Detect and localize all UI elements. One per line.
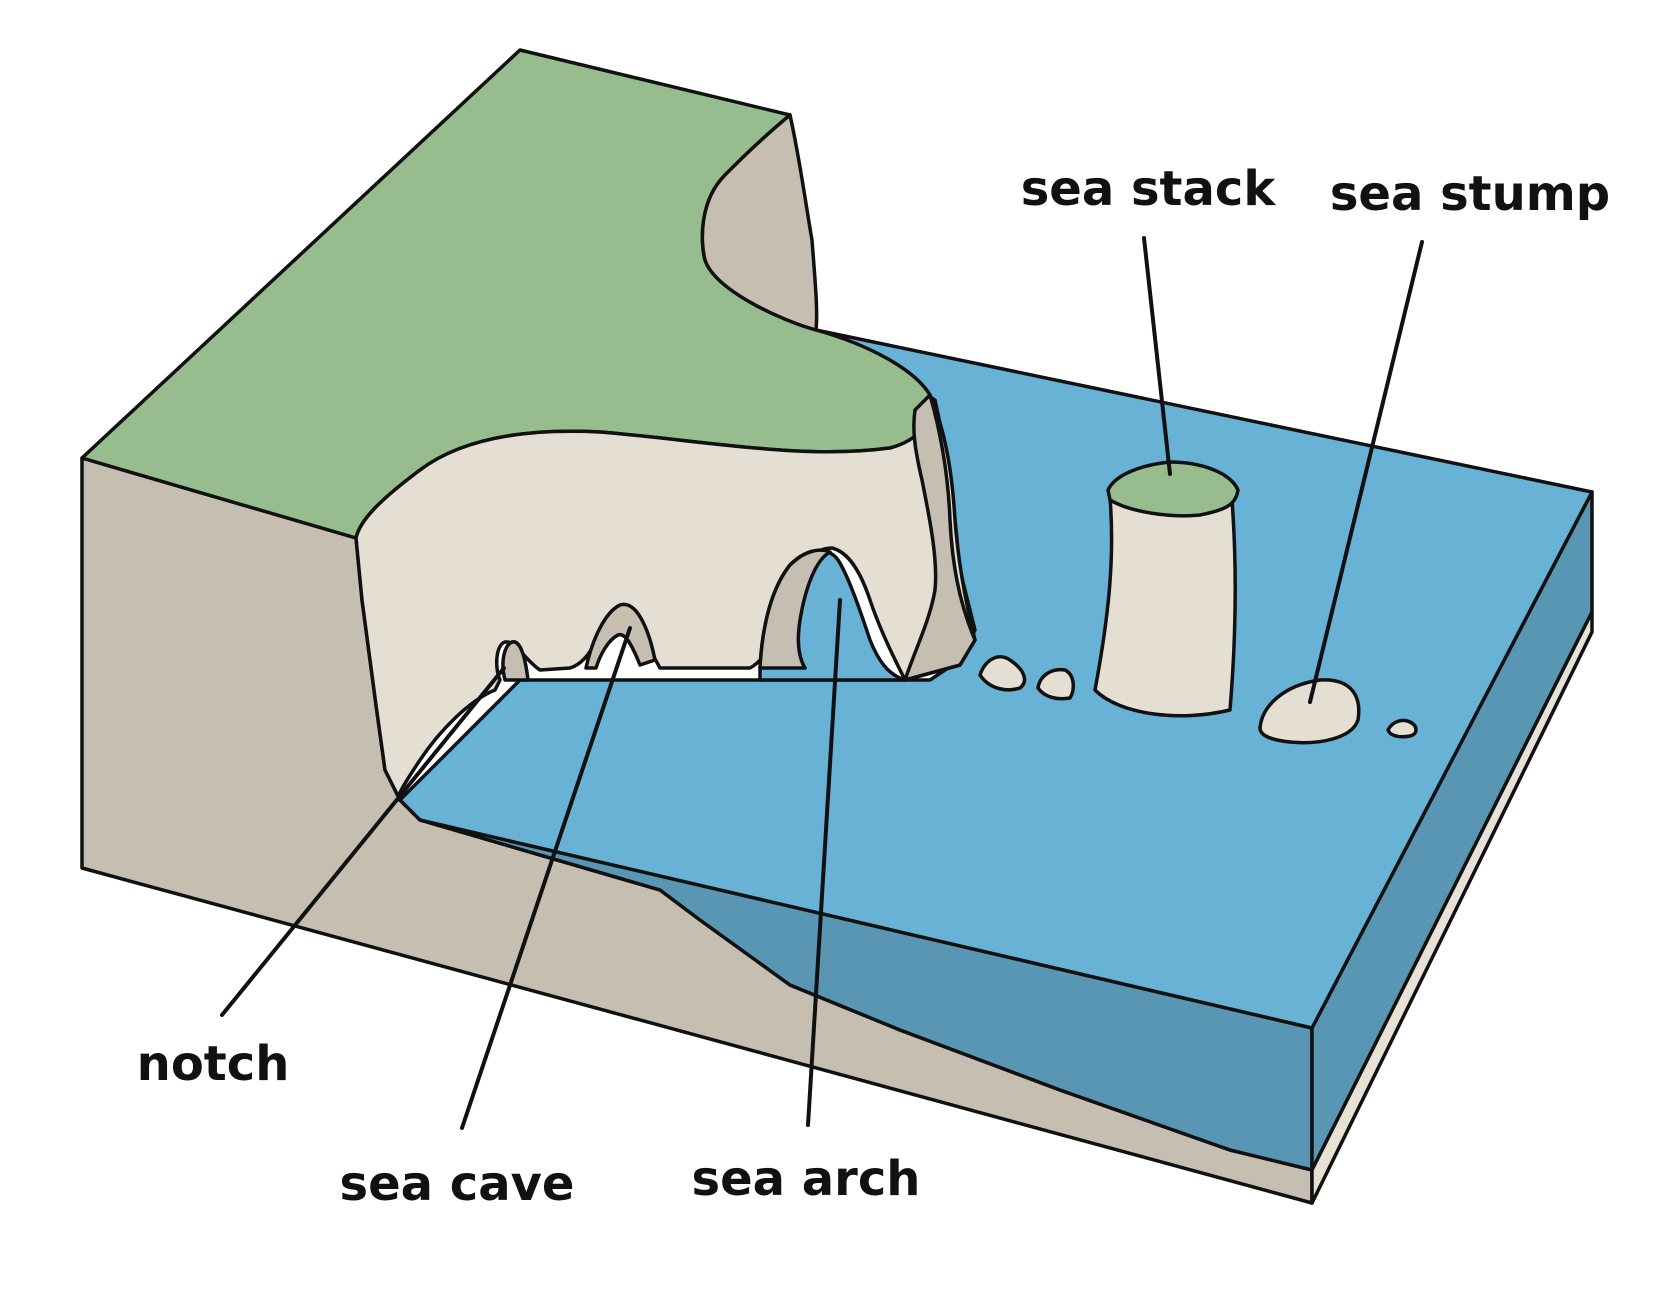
sea-stump-label: sea stump: [1330, 166, 1610, 222]
sea-arch-leader-line: [806, 598, 842, 1127]
sea-stack-top: [1106, 460, 1240, 518]
back-cliff-face: [700, 113, 819, 332]
notch-label: notch: [137, 1036, 290, 1092]
rock-1: [978, 655, 1027, 692]
sea-stack-leader-line: [1142, 236, 1172, 476]
rock-2: [1036, 667, 1076, 701]
notch-leader-line: [220, 666, 506, 1017]
sea-stump: [1258, 678, 1361, 745]
headland-side-face: [903, 393, 977, 682]
notch-hollow: [501, 640, 530, 682]
sea-stack-label: sea stack: [1021, 161, 1277, 217]
sea-stack-body: [1093, 496, 1238, 718]
sea-cave-leader-line: [460, 626, 632, 1130]
headland-cliff-face: [354, 393, 977, 802]
sea-arch-label: sea arch: [692, 1151, 921, 1207]
sea-cave-hollow: [584, 602, 657, 670]
sea-arch-inner-wall: [758, 548, 832, 670]
sea-stump-leader-line: [1308, 240, 1424, 704]
sea-cave-label: sea cave: [340, 1156, 575, 1212]
bedrock-strip: [1310, 610, 1594, 1205]
rock-3: [1386, 718, 1418, 739]
